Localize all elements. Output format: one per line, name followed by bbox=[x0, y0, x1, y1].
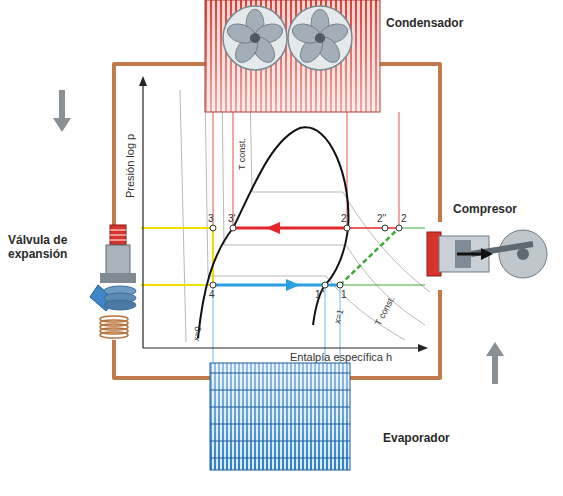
state-point bbox=[230, 225, 236, 231]
evaporator-unit: Evaporador bbox=[210, 363, 350, 470]
state-point-number: 1'' bbox=[315, 289, 324, 301]
chart-axis bbox=[143, 347, 420, 348]
evaporator-unit-art bbox=[210, 363, 350, 470]
refrigerant-pipe bbox=[380, 64, 440, 222]
expansion-valve: Válvula de expansión bbox=[96, 225, 141, 340]
leader-line bbox=[213, 112, 399, 228]
component-label: Condensador bbox=[386, 16, 463, 30]
isotherm bbox=[180, 90, 430, 342]
compressor-unit-art bbox=[457, 253, 483, 256]
compressor-unit-art bbox=[481, 248, 493, 260]
state-point bbox=[210, 225, 216, 231]
state-point bbox=[210, 225, 402, 288]
chart-axis bbox=[139, 76, 428, 352]
expansion-valve-art bbox=[106, 245, 130, 275]
condenser-unit-art bbox=[205, 0, 380, 112]
state-point-number: 2 bbox=[401, 213, 407, 225]
flow-arrow bbox=[59, 90, 65, 118]
evaporator-unit-art bbox=[210, 363, 350, 470]
state-point-number: 4 bbox=[209, 289, 215, 301]
condenser-unit-art bbox=[315, 33, 325, 43]
isotherm bbox=[222, 90, 425, 325]
cycle-line bbox=[347, 227, 399, 229]
component-label: Compresor bbox=[453, 202, 517, 216]
axis-title: Entalpía específica h bbox=[290, 351, 392, 363]
compressor-unit-art bbox=[517, 248, 529, 260]
condenser-unit: Condensador bbox=[205, 0, 380, 112]
condenser-unit-art bbox=[223, 6, 287, 70]
condenser-unit-art bbox=[205, 0, 380, 112]
condenser-unit-art bbox=[205, 0, 380, 112]
expansion-valve-art bbox=[100, 273, 136, 283]
refrigerant-pipe bbox=[114, 64, 205, 225]
flow-arrow bbox=[492, 356, 498, 384]
state-point bbox=[337, 282, 343, 288]
condenser-unit-art bbox=[288, 6, 352, 70]
expansion-valve-art bbox=[110, 230, 126, 240]
evaporator-unit-art bbox=[210, 458, 350, 459]
isotherm bbox=[250, 90, 430, 292]
leader-line bbox=[141, 228, 213, 285]
state-point-number: 2' bbox=[341, 213, 348, 225]
state-point bbox=[396, 225, 402, 231]
evaporator-unit-art bbox=[210, 407, 350, 408]
saturation-curve bbox=[198, 127, 348, 338]
flow-arrow bbox=[53, 90, 504, 384]
cycle-line bbox=[266, 222, 280, 234]
evaporator-unit-art bbox=[210, 390, 350, 391]
chart-axis bbox=[142, 84, 143, 348]
state-point bbox=[344, 225, 350, 231]
evaporator-unit-art bbox=[210, 441, 350, 442]
cycle-line bbox=[213, 222, 399, 291]
state-point-number: 2'' bbox=[377, 213, 386, 225]
expansion-valve-art bbox=[100, 332, 128, 338]
cycle-line bbox=[213, 284, 340, 287]
compressor-unit-art bbox=[499, 230, 547, 278]
refrigerant-pipe bbox=[114, 340, 210, 378]
state-point-number: 3' bbox=[228, 213, 235, 225]
isotherm bbox=[180, 90, 186, 342]
state-point-number: 1 bbox=[341, 289, 347, 301]
leader-line bbox=[141, 112, 425, 363]
cycle-line bbox=[340, 228, 399, 285]
flow-arrow bbox=[486, 342, 504, 356]
compressor-unit: Compresor bbox=[425, 222, 550, 290]
leader-line bbox=[340, 228, 425, 285]
refrigerant-pipe bbox=[350, 290, 440, 378]
isotherm bbox=[205, 90, 405, 340]
expansion-valve-art bbox=[96, 225, 141, 340]
component-label: Evaporador bbox=[383, 431, 450, 445]
cycle-line bbox=[286, 279, 300, 291]
evaporator-unit-art bbox=[210, 373, 350, 374]
quality-label: x=1 bbox=[331, 308, 346, 325]
axis-title: Presión log p bbox=[124, 134, 136, 198]
cycle-line bbox=[233, 227, 347, 230]
state-point bbox=[322, 282, 328, 288]
evaporator-unit-art bbox=[210, 363, 350, 470]
evaporator-unit-art bbox=[210, 363, 350, 470]
evaporator-unit-art bbox=[210, 424, 350, 425]
component-label: Válvula de expansión bbox=[8, 233, 88, 261]
condenser-unit-art bbox=[250, 33, 260, 43]
isotherm-label: T const. bbox=[236, 138, 248, 170]
state-point-number: 3 bbox=[208, 213, 214, 225]
expansion-valve-art bbox=[104, 300, 136, 310]
quality-label: x=0 bbox=[190, 325, 204, 342]
state-point bbox=[382, 225, 388, 231]
condenser-unit-art bbox=[205, 0, 380, 112]
chart-axis bbox=[418, 344, 428, 352]
isotherm-label: T const. bbox=[372, 294, 398, 328]
expansion-valve-art bbox=[110, 225, 126, 245]
state-point bbox=[210, 282, 216, 288]
compressor-unit-art bbox=[425, 222, 550, 290]
flow-arrow bbox=[53, 118, 71, 132]
chart-axis bbox=[139, 76, 147, 86]
